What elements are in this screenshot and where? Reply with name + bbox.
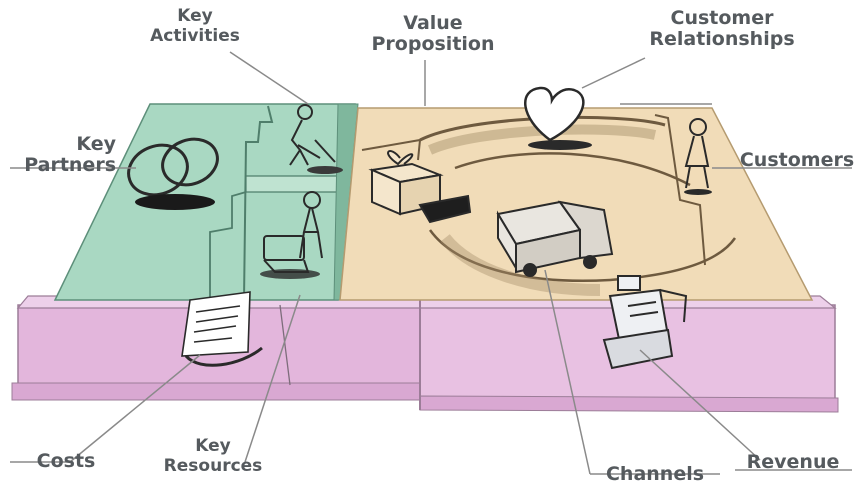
heart-icon bbox=[524, 86, 592, 150]
label-key-resources: Key Resources bbox=[158, 436, 268, 476]
leader-lines bbox=[10, 51, 852, 475]
gift-box-icon bbox=[368, 150, 472, 224]
label-value-proposition: Value Proposition bbox=[368, 13, 498, 55]
label-key-partners-line1: Key bbox=[76, 133, 116, 155]
label-key-activities: Key Activities bbox=[150, 6, 240, 46]
label-value-proposition-line1: Value bbox=[403, 12, 463, 34]
label-customer-relationships: Customer Relationships bbox=[632, 8, 812, 50]
truck-icon bbox=[496, 200, 614, 277]
label-key-resources-line2: Resources bbox=[163, 456, 263, 476]
label-key-partners: Key Partners bbox=[8, 134, 116, 176]
label-costs: Costs bbox=[36, 450, 96, 472]
label-customers: Customers bbox=[739, 149, 855, 171]
customer-person-icon bbox=[684, 118, 712, 195]
label-key-activities-line1: Key bbox=[177, 6, 213, 26]
label-key-resources-line1: Key bbox=[195, 436, 231, 456]
worker-with-tools-icon bbox=[260, 191, 323, 279]
interlocked-rings-icon bbox=[127, 137, 219, 210]
label-customer-relationships-line2: Relationships bbox=[649, 28, 795, 50]
label-value-proposition-line2: Proposition bbox=[371, 33, 495, 55]
label-channels: Channels bbox=[605, 463, 705, 485]
label-customer-relationships-line1: Customer bbox=[670, 7, 774, 29]
label-key-partners-line2: Partners bbox=[24, 154, 116, 176]
worker-digging-icon bbox=[289, 104, 343, 174]
bottom-pink-slab bbox=[11, 295, 839, 413]
cost-document-icon bbox=[181, 291, 263, 367]
label-revenue: Revenue bbox=[746, 451, 840, 473]
label-key-activities-line2: Activities bbox=[150, 26, 240, 46]
cash-register-icon bbox=[602, 275, 688, 370]
